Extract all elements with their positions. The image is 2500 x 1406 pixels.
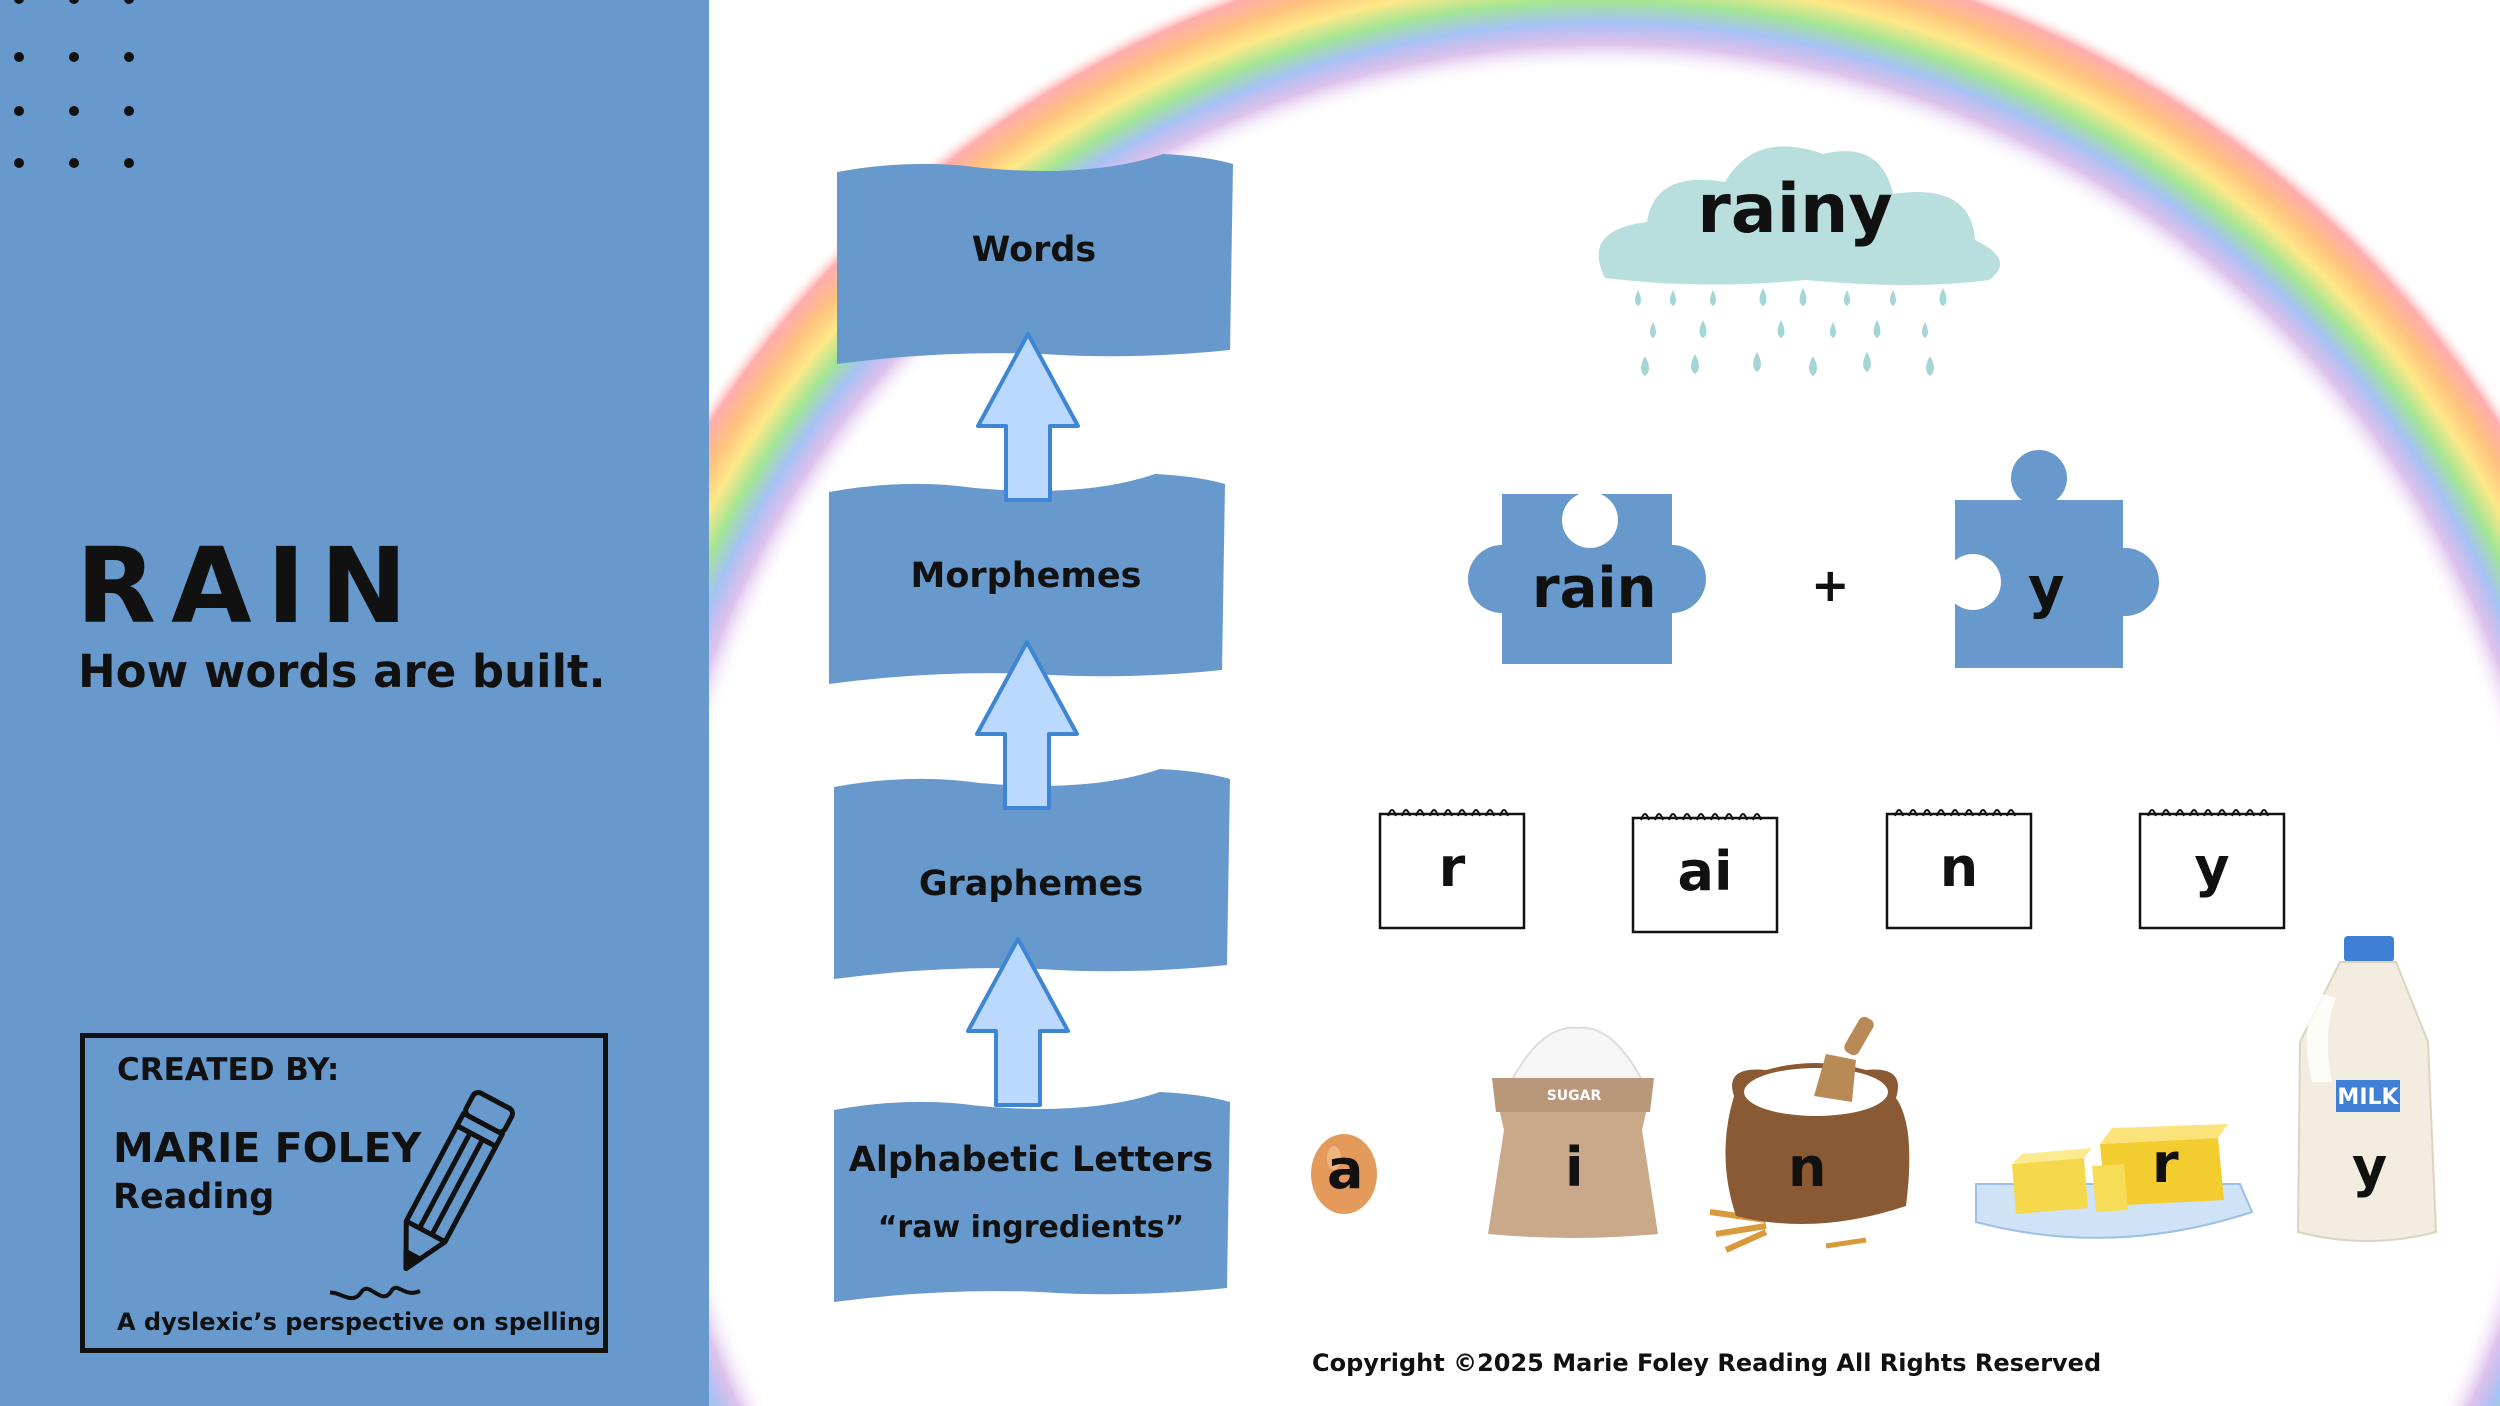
author-name: MARIE FOLEY xyxy=(113,1124,422,1172)
ingredient-letter: r xyxy=(2152,1132,2179,1195)
rain-cloud-icon xyxy=(1598,146,2001,376)
level-morphemes: Morphemes xyxy=(825,470,1227,692)
grapheme-letter: y xyxy=(2194,836,2230,899)
package-label: MILK xyxy=(2337,1085,2399,1110)
grapheme-letter: r xyxy=(1438,836,1466,899)
grapheme-card: n xyxy=(1885,806,2033,930)
ingredient-letter: a xyxy=(1327,1138,1364,1201)
level-label: Morphemes xyxy=(910,556,1142,596)
pencil-icon xyxy=(330,1090,515,1300)
level-note: “raw ingredients” xyxy=(877,1210,1185,1245)
up-arrow-icon xyxy=(975,640,1079,810)
level-label: Graphemes xyxy=(918,864,1144,904)
level-label: Words xyxy=(971,230,1097,270)
target-word: rainy xyxy=(1697,170,1893,249)
page-subtitle: How words are built. xyxy=(78,645,606,698)
milk-jug-icon: MILK xyxy=(2296,936,2438,1242)
level-label: Alphabetic Letters xyxy=(848,1140,1214,1180)
package-label: SUGAR xyxy=(1547,1088,1602,1104)
puzzle-piece-icon xyxy=(1945,450,2159,668)
credit-tagline: A dyslexic’s perspective on spelling xyxy=(117,1308,602,1336)
author-brand: Reading xyxy=(113,1177,275,1217)
butter-icon xyxy=(1975,1124,2254,1239)
ingredient-letter: i xyxy=(1565,1136,1584,1199)
morpheme-part: y xyxy=(2028,556,2065,621)
sidebar: RAIN How words are built. CREATED BY: MA… xyxy=(0,0,709,1406)
egg-icon xyxy=(1311,1134,1377,1214)
grapheme-letter: n xyxy=(1939,836,1979,899)
ingredient-letter: y xyxy=(2352,1136,2388,1199)
level-alphabetic-letters: Alphabetic Letters “raw ingredients” xyxy=(830,1088,1232,1310)
grapheme-letter: ai xyxy=(1677,840,1733,903)
up-arrow-icon xyxy=(966,937,1070,1107)
puzzle-piece-icon xyxy=(1468,492,1706,664)
copyright-notice: Copyright ©2025 Marie Foley Reading All … xyxy=(1312,1349,2102,1377)
credit-box: CREATED BY: MARIE FOLEY Reading A dyslex… xyxy=(80,1033,608,1353)
morpheme-part: rain xyxy=(1532,556,1657,621)
level-graphemes: Graphemes xyxy=(830,765,1232,987)
sugar-bag-icon: SUGAR xyxy=(1488,1026,1658,1238)
up-arrow-icon xyxy=(976,332,1080,502)
flour-sack-icon xyxy=(1709,1016,1910,1253)
credit-label: CREATED BY: xyxy=(117,1052,340,1088)
plus-operator: + xyxy=(1811,558,1850,612)
grapheme-card: r xyxy=(1378,806,1526,930)
page-title: RAIN xyxy=(76,525,423,647)
grapheme-card: y xyxy=(2138,806,2286,930)
grapheme-card: ai xyxy=(1631,810,1779,934)
level-words: Words xyxy=(833,150,1235,372)
ingredient-letter: n xyxy=(1788,1136,1827,1199)
